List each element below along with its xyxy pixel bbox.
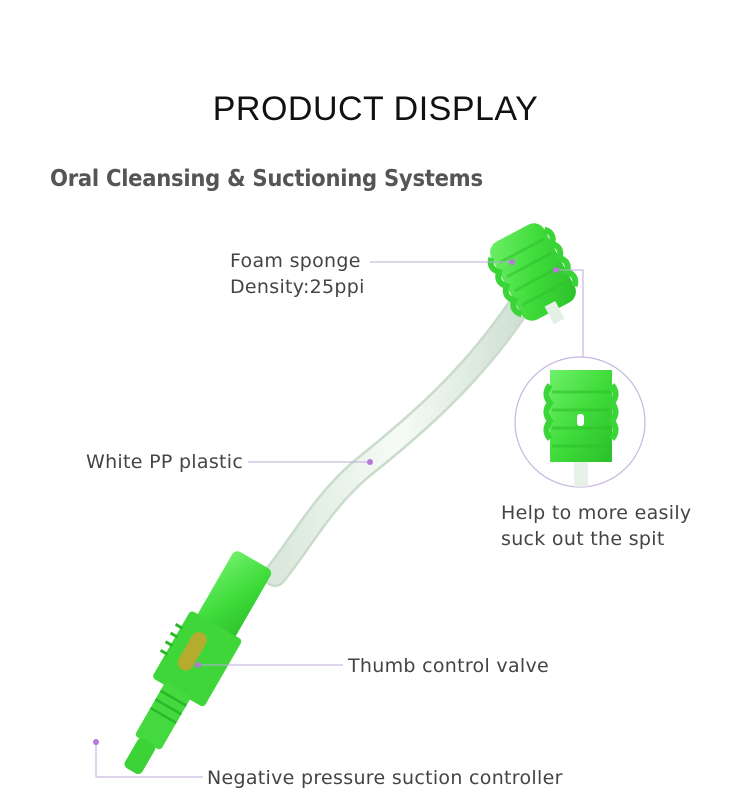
callout-spit-help: Help to more easily suck out the spit: [501, 500, 691, 552]
page-title: PRODUCT DISPLAY: [212, 90, 539, 128]
callout-spit-line2: suck out the spit: [501, 528, 665, 550]
callout-line-zoom: [556, 269, 584, 357]
callout-foam-line1: Foam sponge: [230, 250, 361, 272]
callout-dot: [553, 267, 559, 273]
suction-handle: [124, 551, 272, 775]
callout-foam-line2: Density:25ppi: [230, 276, 365, 298]
callout-thumb-control-valve: Thumb control valve: [348, 655, 549, 677]
foam-sponge: [487, 223, 579, 325]
page-subtitle: Oral Cleansing & Suctioning Systems: [50, 166, 483, 192]
zoom-sponge-detail: [543, 370, 619, 487]
callout-white-pp-plastic: White PP plastic: [86, 451, 244, 473]
callout-dot: [195, 662, 201, 668]
callout-line-controller: [95, 742, 203, 778]
callout-foam-sponge: Foam sponge Density:25ppi: [230, 248, 365, 300]
callout-dot: [367, 459, 373, 465]
callout-dot: [93, 739, 99, 745]
callout-spit-line1: Help to more easily: [501, 502, 692, 524]
callout-dot: [509, 259, 515, 265]
callout-suction-controller: Negative pressure suction controller: [207, 767, 563, 789]
